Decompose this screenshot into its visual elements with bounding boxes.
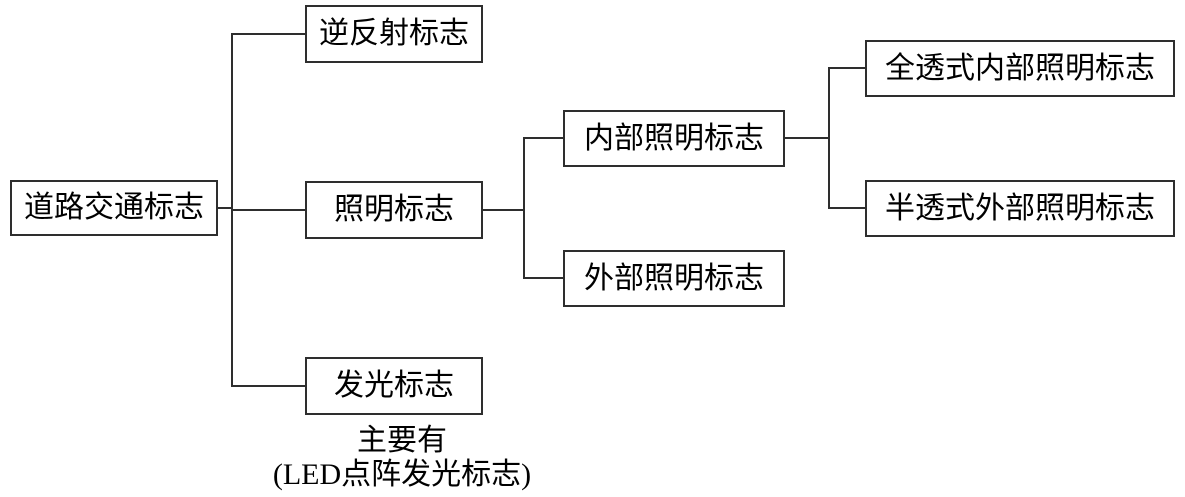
connector-branch-retroreflective bbox=[231, 33, 305, 35]
connector-trunk-level3 bbox=[828, 67, 830, 209]
node-label: 半透式外部照明标志 bbox=[885, 191, 1155, 225]
connector-trunk-level2 bbox=[523, 137, 525, 279]
node-illuminated-sign: 照明标志 bbox=[305, 181, 483, 239]
node-label: 照明标志 bbox=[334, 193, 454, 226]
node-semi-transmissive-external-sign: 半透式外部照明标志 bbox=[865, 180, 1175, 237]
connector-branch-semi-transmissive bbox=[828, 207, 865, 209]
node-label: 发光标志 bbox=[334, 369, 454, 402]
node-externally-illuminated-sign: 外部照明标志 bbox=[563, 250, 785, 307]
node-label: 道路交通标志 bbox=[24, 191, 204, 224]
connector-branch-luminous bbox=[231, 385, 305, 387]
node-road-traffic-signs: 道路交通标志 bbox=[10, 180, 218, 236]
node-luminous-sign: 发光标志 bbox=[305, 357, 483, 415]
luminous-sign-caption: 主要有 (LED点阵发光标志) bbox=[232, 424, 572, 492]
connector-branch-illuminated bbox=[231, 209, 305, 211]
node-retroreflective-sign: 逆反射标志 bbox=[305, 5, 483, 63]
connector-root-stub bbox=[216, 207, 233, 209]
caption-line-2: (LED点阵发光标志) bbox=[272, 458, 532, 491]
node-label: 外部照明标志 bbox=[584, 261, 764, 295]
connector-illuminated-stub bbox=[481, 209, 525, 211]
node-internally-illuminated-sign: 内部照明标志 bbox=[563, 110, 785, 167]
connector-internal-stub bbox=[783, 137, 830, 139]
caption-line-1: 主要有 bbox=[357, 424, 447, 457]
node-label: 全透式内部照明标志 bbox=[885, 51, 1155, 85]
connector-branch-external bbox=[523, 277, 563, 279]
node-label: 逆反射标志 bbox=[319, 17, 469, 50]
node-fully-transmissive-internal-sign: 全透式内部照明标志 bbox=[865, 40, 1175, 97]
connector-branch-internal bbox=[523, 137, 563, 139]
connector-branch-fully-transmissive bbox=[828, 67, 865, 69]
node-label: 内部照明标志 bbox=[584, 121, 764, 155]
